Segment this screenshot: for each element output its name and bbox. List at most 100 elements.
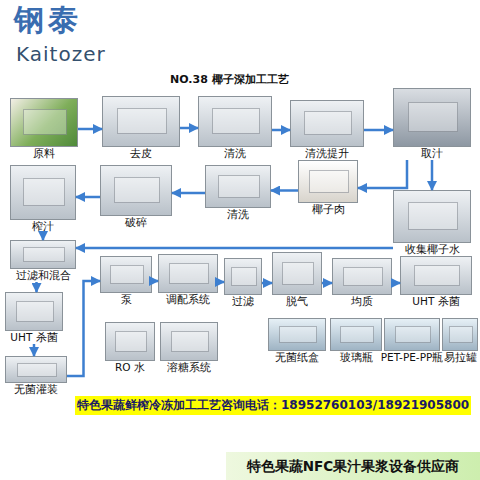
equipment-photo	[105, 322, 155, 361]
equipment-photo	[158, 254, 218, 293]
equipment-photo	[330, 318, 382, 351]
step-caption: 过滤和混合	[10, 269, 76, 282]
flow-arrow	[152, 280, 158, 283]
flow-arrow	[218, 281, 224, 284]
equipment-photo	[10, 165, 76, 220]
diagram-title: NO.38 椰子深加工工艺	[170, 72, 289, 87]
flow-arrow	[78, 128, 102, 131]
step-caption: 过滤	[224, 295, 262, 308]
process-step: 无菌纸盒	[268, 318, 326, 364]
flow-arrow	[364, 129, 393, 132]
flow-arrow	[392, 282, 400, 285]
equipment-photo	[100, 165, 172, 216]
step-caption: 清洗	[205, 208, 271, 221]
flow-arrow	[262, 282, 272, 285]
flow-arrow	[180, 127, 198, 130]
flow-arrow	[431, 160, 434, 190]
flow-arrow	[33, 344, 36, 356]
equipment-photo	[400, 256, 472, 295]
flow-arrow	[322, 282, 332, 285]
process-step: UHT 杀菌	[400, 256, 472, 308]
process-step: 调配系统	[158, 254, 218, 306]
process-step: 均质	[332, 258, 392, 308]
step-caption: PET-PE-PP瓶	[384, 351, 440, 364]
process-step: 去皮	[102, 96, 180, 160]
equipment-photo	[198, 96, 272, 147]
flow-arrow	[271, 189, 298, 192]
step-caption: 无菌灌装	[5, 383, 67, 396]
equipment-photo	[298, 160, 358, 203]
step-caption: 取汁	[393, 147, 471, 160]
flow-arrow	[42, 233, 45, 240]
equipment-photo	[384, 318, 440, 351]
process-step: 清洗	[205, 165, 271, 221]
process-step: 无菌灌装	[5, 356, 67, 396]
process-step: 过滤和混合	[10, 240, 76, 282]
process-step: 清洗	[198, 96, 272, 160]
process-step: 玻璃瓶	[330, 318, 382, 364]
logo-mark: 钢泰	[14, 0, 82, 41]
process-step: 取汁	[393, 88, 471, 160]
equipment-photo	[5, 356, 67, 383]
step-caption: 原料	[10, 147, 78, 160]
process-step: 脱气	[272, 252, 322, 308]
equipment-photo	[10, 240, 76, 269]
equipment-photo	[272, 252, 322, 295]
equipment-photo	[10, 98, 78, 147]
equipment-photo	[290, 100, 364, 147]
step-caption: 玻璃瓶	[330, 351, 382, 364]
process-step: 原料	[10, 98, 78, 160]
flow-arrow	[172, 192, 205, 195]
flow-arrow	[76, 196, 100, 199]
step-caption: 脱气	[272, 295, 322, 308]
process-step: 溶糖系统	[160, 322, 218, 374]
supplier-banner: 特色果蔬NFC果汁果浆设备供应商	[226, 452, 480, 480]
process-step: PET-PE-PP瓶	[384, 318, 440, 364]
equipment-photo	[268, 318, 326, 351]
process-step: 泵	[100, 256, 152, 306]
equipment-photo	[442, 318, 478, 351]
flow-arrow	[67, 281, 100, 376]
flow-arrow	[76, 247, 393, 250]
equipment-photo	[205, 165, 271, 208]
process-step: UHT 杀菌	[5, 292, 63, 344]
equipment-photo	[393, 88, 471, 147]
step-caption: 易拉罐	[442, 351, 478, 364]
brand-name: Kaitozer	[16, 42, 106, 66]
step-caption: UHT 杀菌	[5, 331, 63, 344]
step-caption: 清洗	[198, 147, 272, 160]
process-step: 破碎	[100, 165, 172, 229]
flow-arrow	[35, 282, 38, 292]
equipment-photo	[332, 258, 392, 295]
step-caption: 榨汁	[10, 220, 76, 233]
equipment-photo	[5, 292, 63, 331]
step-caption: UHT 杀菌	[400, 295, 472, 308]
step-caption: 清洗提升	[290, 147, 364, 160]
equipment-photo	[102, 96, 180, 147]
equipment-photo	[100, 256, 152, 293]
step-caption: 去皮	[102, 147, 180, 160]
process-step: 椰子肉	[298, 160, 358, 216]
step-caption: 均质	[332, 295, 392, 308]
flow-arrow	[358, 160, 407, 188]
process-step: 过滤	[224, 258, 262, 308]
process-step: 收集椰子水	[393, 190, 471, 256]
step-caption: 椰子肉	[298, 203, 358, 216]
step-caption: 无菌纸盒	[268, 351, 326, 364]
step-caption: 溶糖系统	[160, 361, 218, 374]
flow-arrow	[272, 129, 290, 132]
step-caption: 泵	[100, 293, 152, 306]
contact-note: 特色果蔬鲜榨冷冻加工工艺咨询电话：18952760103/18921905800	[75, 396, 471, 415]
step-caption: RO 水	[105, 361, 155, 374]
equipment-photo	[224, 258, 262, 295]
process-step: 清洗提升	[290, 100, 364, 160]
process-step: 易拉罐	[442, 318, 478, 364]
process-step: RO 水	[105, 322, 155, 374]
step-caption: 收集椰子水	[393, 243, 471, 256]
equipment-photo	[160, 322, 218, 361]
process-step: 榨汁	[10, 165, 76, 233]
step-caption: 调配系统	[158, 293, 218, 306]
equipment-photo	[393, 190, 471, 243]
